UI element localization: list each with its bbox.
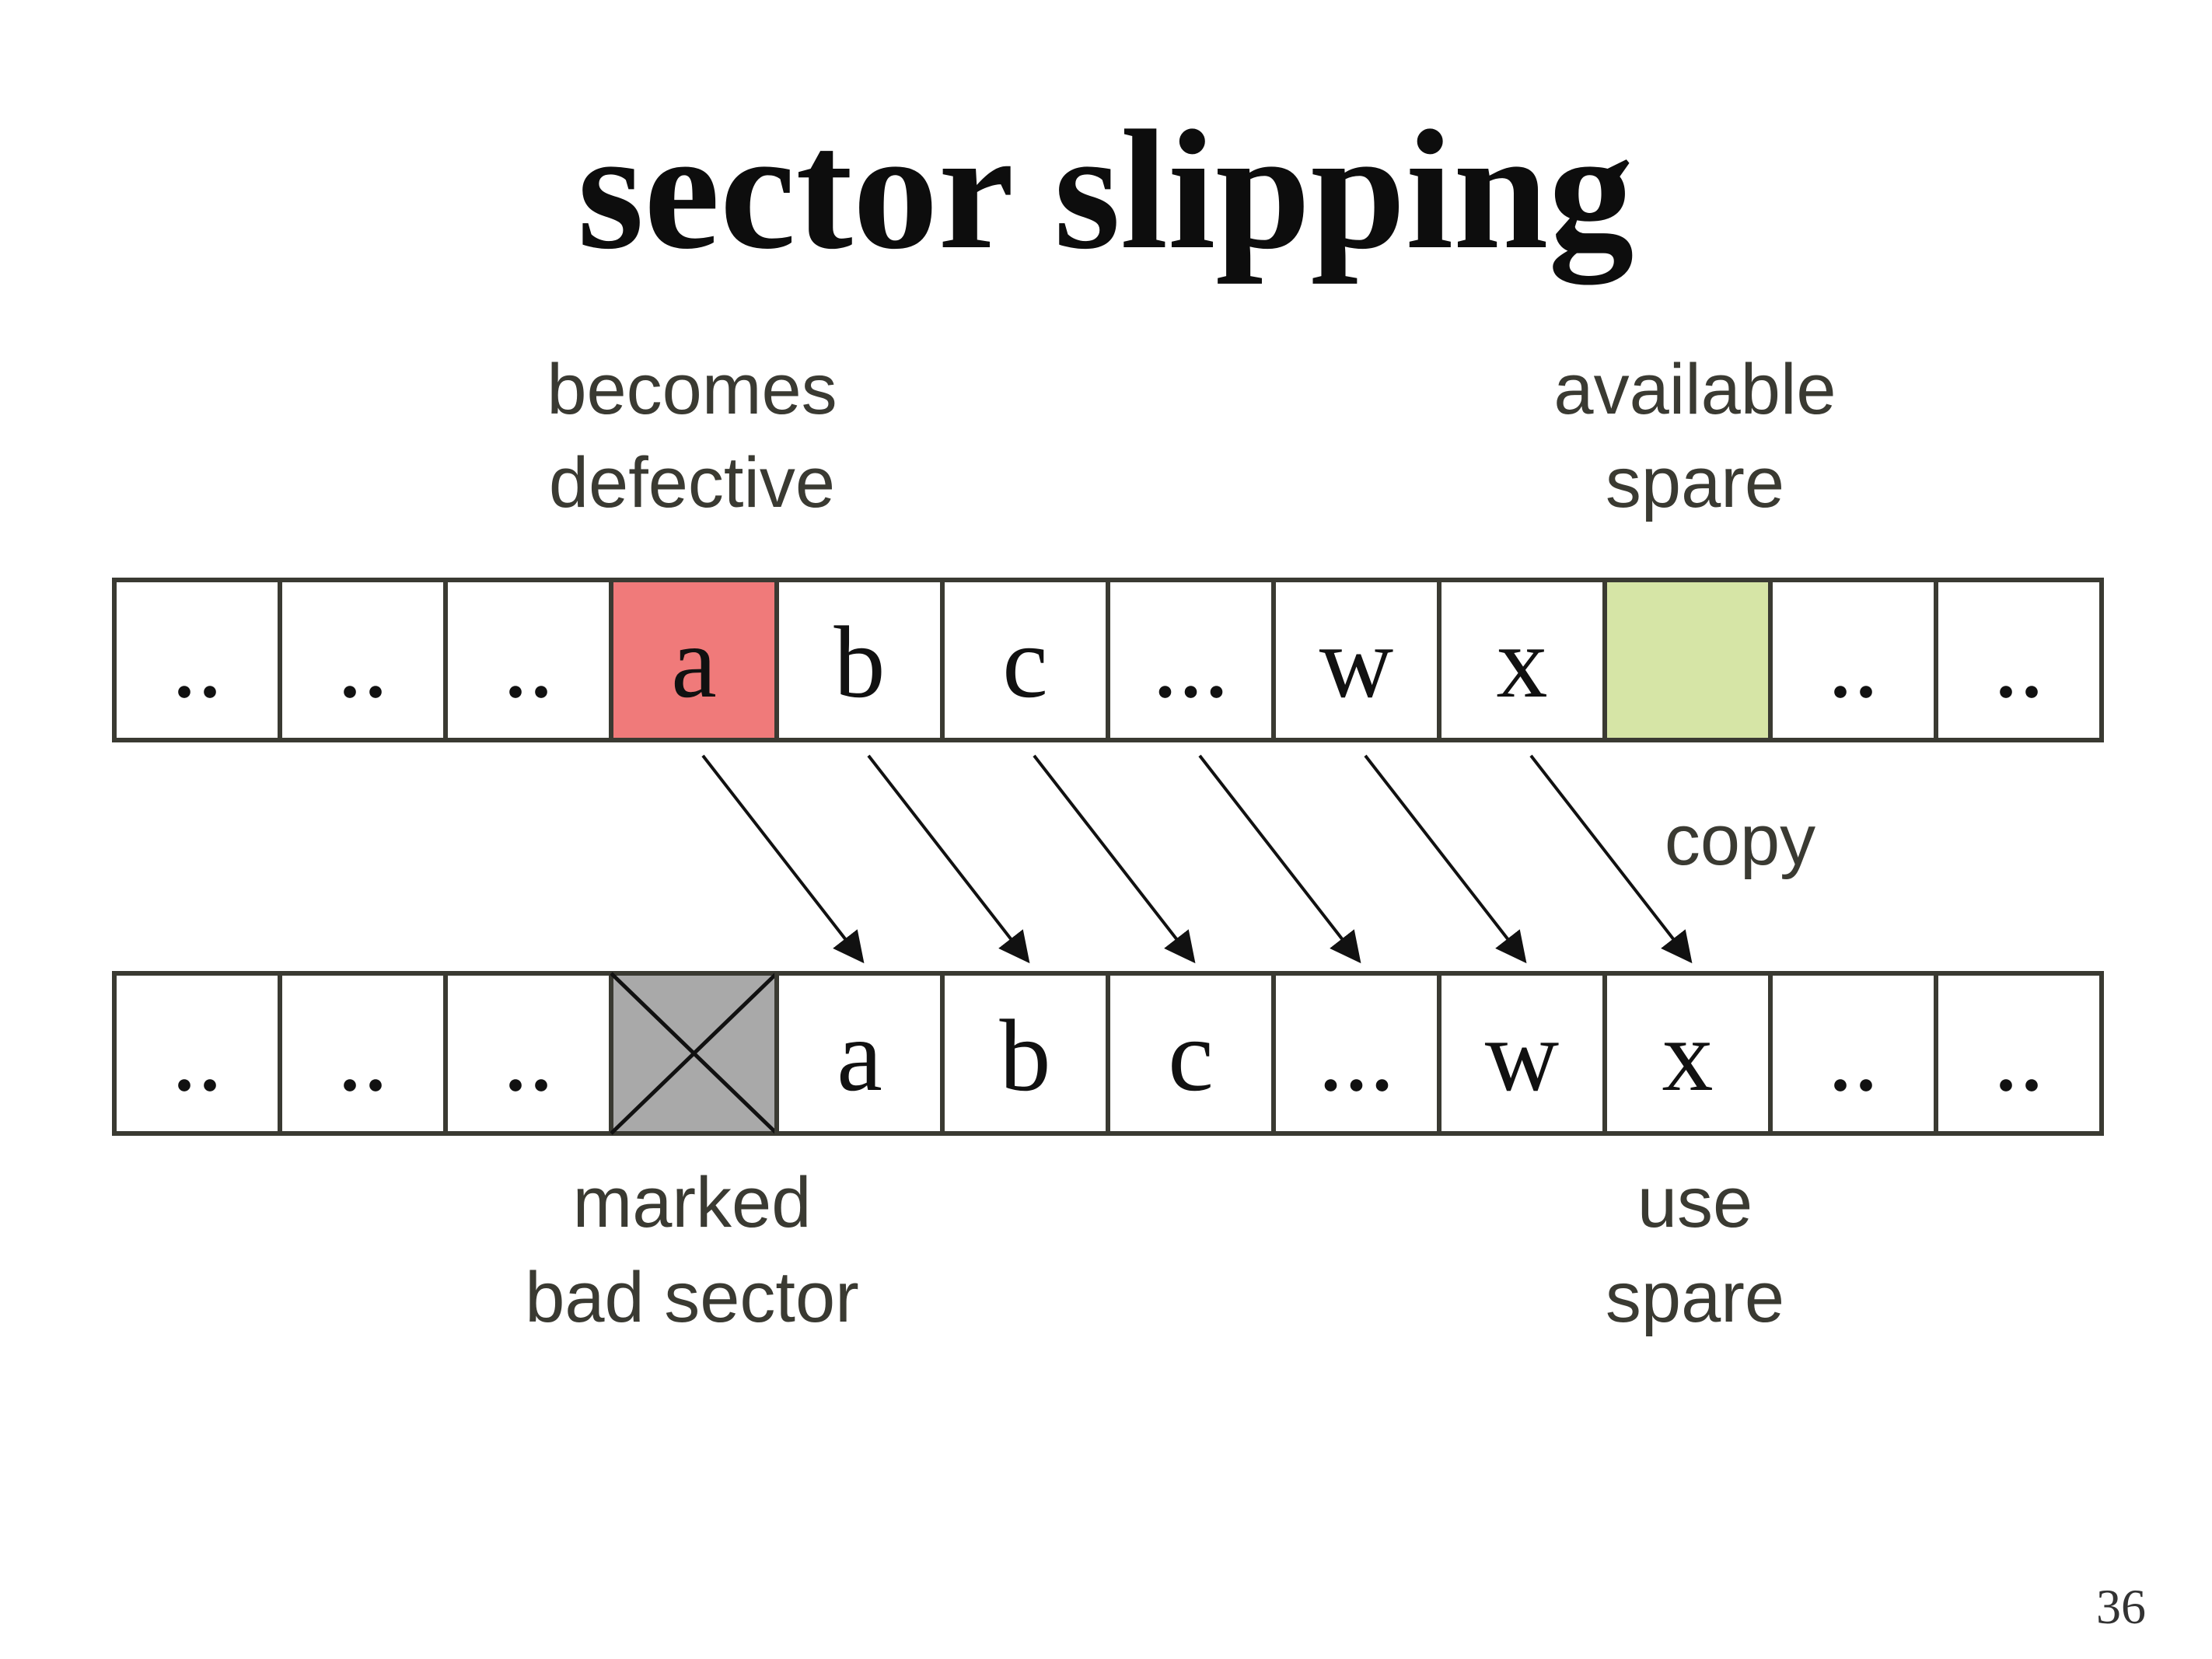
sector-label: .. xyxy=(337,998,389,1112)
sector-label: .. xyxy=(1828,605,1879,719)
sector-label: c xyxy=(1168,998,1214,1112)
sector-cell-before-1: .. xyxy=(278,578,448,742)
label-spare-bottom: spare xyxy=(1606,1258,1784,1337)
sector-box xyxy=(1437,578,1607,742)
copy-arrow xyxy=(1033,754,1196,964)
sector-cell-after-4: a xyxy=(774,971,945,1136)
sector-label: .. xyxy=(503,605,554,719)
sector-box xyxy=(278,578,448,742)
sector-label: a xyxy=(671,605,717,719)
copy-arrow xyxy=(701,754,865,964)
sector-cell-after-8: w xyxy=(1437,971,1607,1136)
sector-box xyxy=(443,971,613,1136)
sector-label: b xyxy=(1000,998,1051,1112)
copy-arrow xyxy=(1198,754,1361,964)
sector-box xyxy=(1106,578,1276,742)
label-becomes: becomes xyxy=(547,350,837,429)
sector-label: .. xyxy=(172,605,223,719)
sector-cell-after-10: .. xyxy=(1768,971,1938,1136)
slide-title: sector slipping xyxy=(578,95,1634,285)
sector-label: .. xyxy=(1994,605,2045,719)
sector-cell-before-6: ... xyxy=(1106,578,1276,742)
cross-mark-line xyxy=(610,972,778,1135)
sector-label: a xyxy=(837,998,882,1112)
sector-box xyxy=(1271,971,1441,1136)
page-number: 36 xyxy=(2096,1579,2146,1634)
sector-cell-after-1: .. xyxy=(278,971,448,1136)
sector-cell-before-11: .. xyxy=(1934,578,2104,742)
label-defective: defective xyxy=(549,443,835,522)
sector-box xyxy=(1271,578,1441,742)
sector-box xyxy=(1768,971,1938,1136)
sector-cell-after-0: .. xyxy=(112,971,282,1136)
label-use: use xyxy=(1637,1163,1752,1242)
copy-arrows xyxy=(701,754,1693,964)
sector-cell-before-9 xyxy=(1602,578,1773,742)
sector-cell-before-10: .. xyxy=(1768,578,1938,742)
sector-box xyxy=(112,578,282,742)
sector-cell-after-2: .. xyxy=(443,971,613,1136)
sector-label: ... xyxy=(1318,998,1395,1112)
sector-cell-before-5: c xyxy=(940,578,1110,742)
sector-box xyxy=(774,578,945,742)
sector-label: ... xyxy=(1152,605,1229,719)
sector-cell-before-2: .. xyxy=(443,578,613,742)
sector-cell-before-0: .. xyxy=(112,578,282,742)
sector-label: .. xyxy=(1828,998,1879,1112)
sector-label: x xyxy=(1662,998,1714,1112)
sector-cell-before-8: x xyxy=(1437,578,1607,742)
sector-label: w xyxy=(1485,998,1559,1112)
sector-box xyxy=(940,971,1110,1136)
sector-cell-before-4: b xyxy=(774,578,945,742)
sector-box xyxy=(1934,971,2104,1136)
sector-label: w xyxy=(1319,605,1393,719)
sector-cell-before-3: a xyxy=(609,578,779,742)
sector-box xyxy=(1602,971,1773,1136)
label-marked: marked xyxy=(573,1163,812,1242)
label-copy: copy xyxy=(1665,801,1815,880)
sector-cell-after-7: ... xyxy=(1271,971,1441,1136)
sector-cell-after-6: c xyxy=(1106,971,1276,1136)
copy-arrow xyxy=(1529,754,1693,964)
sector-cell-after-5: b xyxy=(940,971,1110,1136)
sector-label: .. xyxy=(503,998,554,1112)
sector-label: c xyxy=(1002,605,1048,719)
copy-arrow xyxy=(1364,754,1527,964)
sector-label: .. xyxy=(172,998,223,1112)
sector-label: b xyxy=(834,605,886,719)
copy-arrow xyxy=(867,754,1030,964)
label-available: available xyxy=(1553,350,1836,429)
sector-box xyxy=(1934,578,2104,742)
sector-box xyxy=(278,971,448,1136)
sector-cell-after-11: .. xyxy=(1934,971,2104,1136)
label-spare-top: spare xyxy=(1606,443,1784,522)
sector-cell-after-9: x xyxy=(1602,971,1773,1136)
sector-cell-before-7: w xyxy=(1271,578,1441,742)
label-bad-sector: bad sector xyxy=(525,1258,859,1337)
sector-label: .. xyxy=(337,605,389,719)
sector-box xyxy=(1106,971,1276,1136)
sector-label: x xyxy=(1497,605,1548,719)
sector-cell-after-3 xyxy=(609,971,779,1136)
sector-box xyxy=(1602,578,1773,742)
sector-label: .. xyxy=(1994,998,2045,1112)
sector-box xyxy=(774,971,945,1136)
sector-box xyxy=(1768,578,1938,742)
sector-box xyxy=(940,578,1110,742)
sector-box xyxy=(443,578,613,742)
